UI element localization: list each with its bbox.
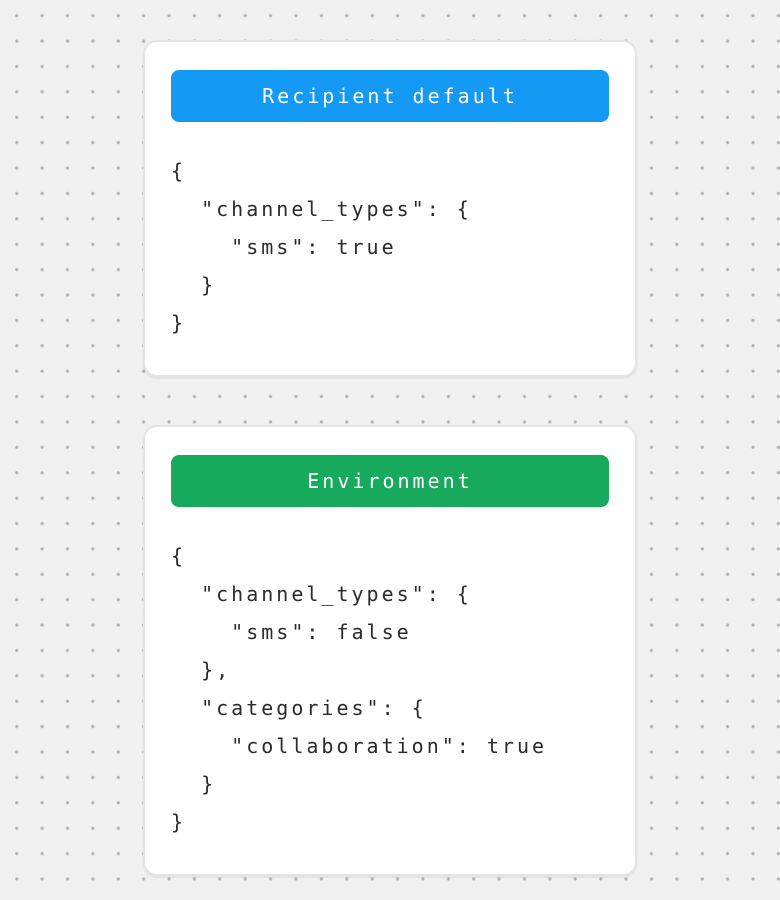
card-header: Recipient default [171, 70, 609, 122]
card-title: Recipient default [262, 84, 518, 108]
card-header: Environment [171, 455, 609, 507]
card-environment: Environment { "channel_types": { "sms": … [143, 425, 637, 876]
json-code-block: { "channel_types": { "sms": true } } [171, 159, 472, 335]
card-title: Environment [307, 469, 473, 493]
card-recipient-default: Recipient default { "channel_types": { "… [143, 40, 637, 377]
json-code-block: { "channel_types": { "sms": false }, "ca… [171, 544, 548, 834]
